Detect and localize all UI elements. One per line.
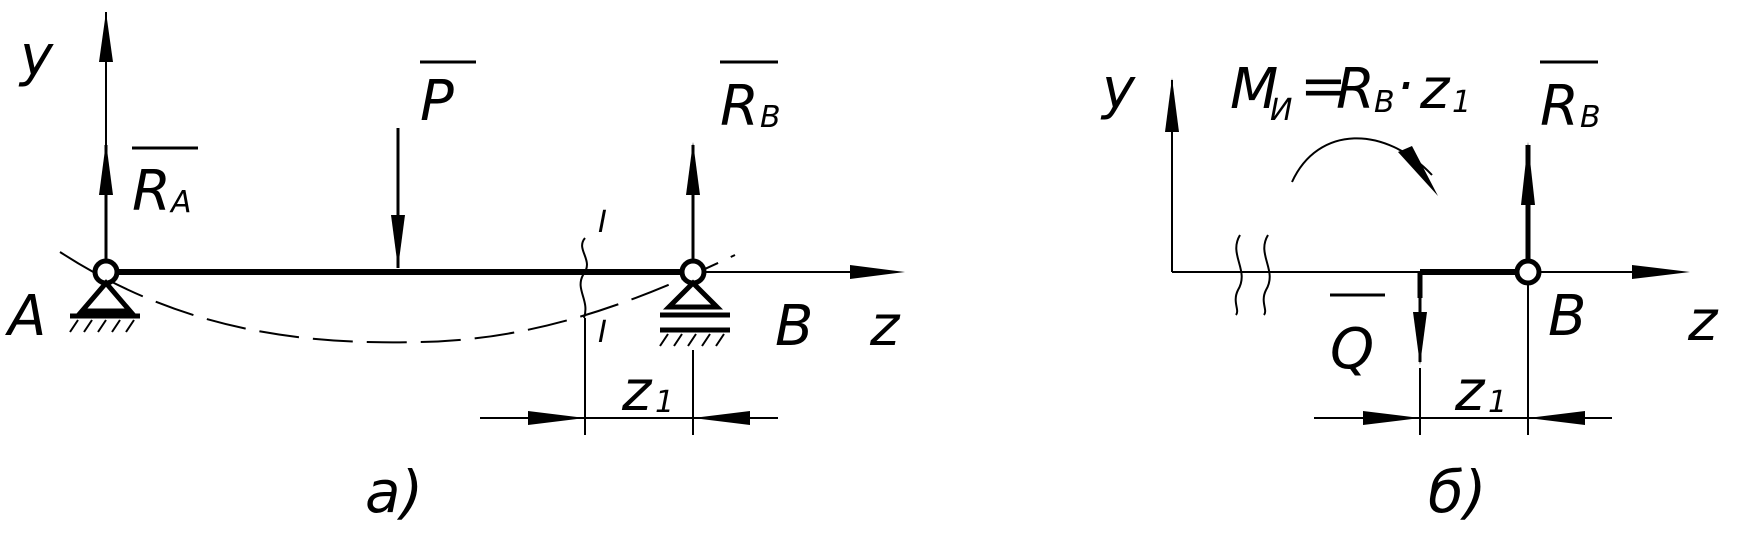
diagram-b: y z Q R B B M И = R B · z 1 xyxy=(1100,54,1719,526)
moment-arc-arrowhead xyxy=(1398,146,1438,196)
moment-dot: · xyxy=(1396,54,1414,119)
reaction-b-subscript-a: B xyxy=(760,100,781,135)
point-b-label-a: B xyxy=(775,294,813,359)
moment-m-subscript: И xyxy=(1270,93,1292,128)
shear-q-label: Q xyxy=(1330,317,1374,382)
dim-arrow-left-b xyxy=(1363,411,1420,425)
reaction-b-label-a: R xyxy=(720,74,759,139)
reaction-b-subscript-b: B xyxy=(1580,100,1601,135)
z-axis-b-arrowhead xyxy=(1632,265,1690,279)
section-mark-bottom: I xyxy=(598,315,607,350)
moment-z-subscript: 1 xyxy=(1452,85,1471,120)
break-mark-1 xyxy=(1234,234,1243,316)
reaction-b-label-b: R xyxy=(1540,74,1579,139)
moment-r: R xyxy=(1336,57,1375,122)
dim-z1-subscript-a: 1 xyxy=(655,385,674,420)
reaction-a-subscript: A xyxy=(169,185,192,220)
section-line xyxy=(579,237,588,319)
dim-z1-subscript-b: 1 xyxy=(1488,385,1507,420)
dim-z1-label-b: z xyxy=(1454,359,1486,424)
z-axis-b-label: z xyxy=(1687,289,1719,354)
shear-q-arrowhead xyxy=(1413,312,1427,365)
force-p-arrowhead xyxy=(391,215,405,268)
z-axis-a-label: z xyxy=(869,294,901,359)
reaction-b-arrowhead-b xyxy=(1521,142,1535,205)
dim-z1-label-a: z xyxy=(621,359,653,424)
caption-b: б) xyxy=(1428,458,1486,526)
pin-support-a xyxy=(69,258,140,333)
diagram-a: y R A z A P I xyxy=(5,12,905,526)
moment-z: z xyxy=(1419,57,1451,122)
reaction-a-label: R xyxy=(132,159,171,224)
dim-arrow-left-a xyxy=(528,411,585,425)
point-b-label-b: B xyxy=(1548,284,1586,349)
y-axis-b-arrowhead xyxy=(1165,78,1179,132)
y-axis-a-label: y xyxy=(18,24,54,89)
roller-support-b xyxy=(659,258,730,347)
section-mark-top: I xyxy=(598,205,607,240)
reaction-a-arrowhead xyxy=(99,142,113,195)
z-axis-a-arrowhead xyxy=(850,265,905,279)
caption-a: a) xyxy=(365,458,423,526)
dim-arrow-right-b xyxy=(1528,411,1585,425)
point-b-hinge xyxy=(1514,258,1542,286)
y-axis-a-arrowhead xyxy=(99,12,113,62)
reaction-b-arrowhead-a xyxy=(686,142,700,195)
moment-r-subscript: B xyxy=(1374,85,1395,120)
y-axis-b-label: y xyxy=(1100,57,1136,122)
break-mark-2 xyxy=(1262,234,1271,316)
dim-arrow-right-a xyxy=(693,411,750,425)
deflection-curve xyxy=(59,251,736,344)
point-a-label: A xyxy=(5,284,46,349)
force-p-label: P xyxy=(420,69,454,134)
moment-equals: = xyxy=(1300,54,1347,119)
moment-m: M xyxy=(1230,57,1278,122)
